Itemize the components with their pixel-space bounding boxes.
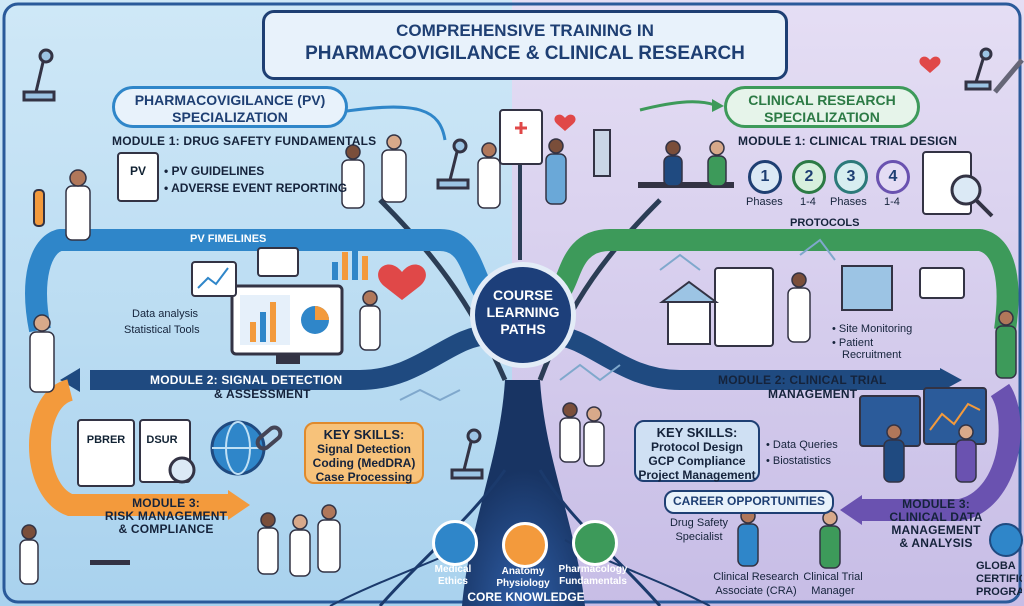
career-trial-manager: Clinical Trial Manager	[800, 570, 866, 598]
career-1-line-1: Drug Safety	[669, 517, 729, 529]
global-line-2: CERTIFICA	[976, 573, 1022, 585]
core-3-line-1: Pharmacology	[558, 564, 628, 575]
cr-phases-label-1: Phases	[746, 196, 783, 208]
career-drug-safety: Drug Safety Specialist	[664, 516, 734, 544]
career-1-line-2: Specialist	[675, 531, 723, 543]
pv-doc-pbrer: PBRER	[86, 434, 126, 446]
cr-phase-4: 4	[876, 160, 910, 194]
cr-specialization-header: CLINICAL RESEARCH SPECIALIZATION	[724, 86, 920, 128]
pv-module-3-line-2: RISK MANAGEMENT	[104, 509, 228, 523]
cr-data-queries: • Data Queries	[766, 439, 838, 451]
title-banner: COMPREHENSIVE TRAINING IN PHARMACOVIGILA…	[262, 10, 788, 80]
pv-bullet-adverse-event: • ADVERSE EVENT REPORTING	[164, 181, 348, 195]
cr-phases-range-1: 1-4	[800, 196, 816, 208]
cr-module-2-line-1: MODULE 2: CLINICAL TRIAL	[718, 373, 887, 387]
core-2-line-1: Anatomy	[501, 566, 545, 577]
cr-header-line-2: SPECIALIZATION	[764, 109, 880, 125]
pv-skill-3: Case Processing	[315, 470, 413, 484]
center-line-1: COURSE	[493, 287, 553, 303]
core-anatomy-physiology: Anatomy Physiology	[478, 566, 568, 590]
global-certification-badge: GLOBA CERTIFICA PROGRA	[976, 560, 1022, 599]
core-2-line-2: Physiology	[496, 578, 550, 589]
cr-protocols-label: PROTOCOLS	[790, 217, 860, 229]
pharmacology-icon	[572, 520, 618, 566]
cr-phases-range-2: 1-4	[884, 196, 900, 208]
core-medical-ethics: Medical Ethics	[408, 564, 498, 588]
cr-phase-2: 2	[792, 160, 826, 194]
pv-statistical-tools: Statistical Tools	[124, 324, 200, 336]
global-line-3: PROGRA	[976, 586, 1022, 598]
career-2-line-2: Associate (CRA)	[715, 585, 797, 597]
pv-skill-1: Signal Detection	[316, 442, 411, 456]
pv-data-analysis: Data analysis	[132, 308, 199, 320]
pv-doc-dsur: DSUR	[146, 434, 178, 446]
cr-site-monitoring: • Site Monitoring	[832, 323, 913, 335]
title-line-2: PHARMACOVIGILANCE & CLINICAL RESEARCH	[305, 43, 745, 64]
pv-bullet-guidelines: • PV GUIDELINES	[164, 164, 265, 178]
title-line-1: COMPREHENSIVE TRAINING IN	[396, 21, 654, 40]
core-knowledge-title: CORE KNOWLEDGE	[467, 590, 585, 604]
cr-module-2-line-2: MANAGEMENT	[768, 387, 858, 401]
core-pharmacology: Pharmacology Fundamentals	[548, 564, 638, 588]
core-3-line-2: Fundamentals	[559, 576, 627, 587]
pv-clipboard-label: PV	[129, 164, 146, 178]
anatomy-physiology-icon	[502, 522, 548, 568]
cr-module-3-line-3: MANAGEMENT	[891, 523, 981, 537]
cr-phase-1: 1	[748, 160, 782, 194]
cr-skill-3: Project Management	[638, 468, 756, 482]
pv-header-line-2: SPECIALIZATION	[172, 109, 288, 125]
cr-key-skills-title: KEY SKILLS:	[656, 425, 738, 440]
pv-module-2-line-2: & ASSESSMENT	[214, 387, 311, 401]
cr-module-3-block: MODULE 3: CLINICAL DATA MANAGEMENT & ANA…	[876, 498, 996, 550]
career-2-line-1: Clinical Research	[713, 571, 799, 583]
cr-patient-line-1: • Patient	[832, 337, 874, 349]
course-learning-paths-circle: COURSE LEARNING PATHS	[470, 262, 576, 368]
cr-module-3-line-1: MODULE 3:	[902, 497, 970, 511]
core-1-line-1: Medical	[434, 564, 472, 575]
cr-phase-3: 3	[834, 160, 868, 194]
cr-phases-label-2: Phases	[830, 196, 867, 208]
career-opportunities-badge: CAREER OPPORTUNITIES	[664, 490, 834, 514]
pv-module-3-line-1: MODULE 3:	[132, 496, 200, 510]
center-line-3: PATHS	[500, 321, 546, 337]
cr-skill-1: Protocol Design	[650, 440, 743, 454]
cr-patient-line-2: Recruitment	[842, 349, 902, 361]
cr-module-1-label: MODULE 1: CLINICAL TRIAL DESIGN	[738, 134, 958, 148]
center-line-2: LEARNING	[486, 304, 560, 320]
pv-key-skills-box: KEY SKILLS: Signal Detection Coding (Med…	[304, 422, 424, 484]
global-line-1: GLOBA	[976, 560, 1016, 572]
pv-module-1-label: MODULE 1: DRUG SAFETY FUNDAMENTALS	[112, 134, 377, 148]
pv-specialization-header: PHARMACOVIGILANCE (PV) SPECIALIZATION	[112, 86, 348, 128]
career-3-line-2: Manager	[811, 585, 855, 597]
cr-biostatistics: • Biostatistics	[766, 455, 831, 467]
cr-module-3-line-2: CLINICAL DATA	[889, 510, 983, 524]
career-cra: Clinical Research Associate (CRA)	[710, 570, 802, 598]
pv-header-line-1: PHARMACOVIGILANCE (PV)	[134, 92, 326, 108]
pv-module-3-block: MODULE 3: RISK MANAGEMENT & COMPLIANCE	[96, 497, 236, 536]
pv-timelines-label: PV FIMELINES	[190, 233, 267, 245]
core-1-line-2: Ethics	[437, 576, 468, 587]
cr-key-skills-box: KEY SKILLS: Protocol Design GCP Complian…	[634, 420, 760, 482]
pv-skill-2: Coding (MedDRA)	[312, 456, 416, 470]
career-3-line-1: Clinical Trial	[803, 571, 863, 583]
pv-key-skills-title: KEY SKILLS:	[323, 427, 405, 442]
cr-module-3-line-4: & ANALYSIS	[899, 536, 973, 550]
pv-module-3-line-3: & COMPLIANCE	[118, 522, 214, 536]
pv-module-2-line-1: MODULE 2: SIGNAL DETECTION	[150, 373, 343, 387]
medical-ethics-icon	[432, 520, 478, 566]
cr-skill-2: GCP Compliance	[648, 454, 746, 468]
cr-header-line-1: CLINICAL RESEARCH	[748, 92, 896, 108]
